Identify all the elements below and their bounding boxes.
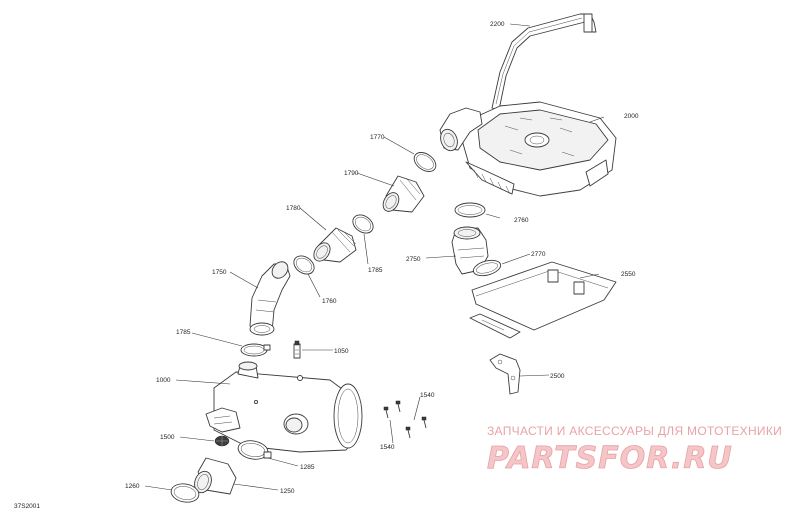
- part-1540-screws[interactable]: [383, 400, 427, 439]
- callout-1250: 1250: [280, 488, 295, 495]
- callout-2760: 2760: [514, 217, 529, 224]
- callout-2500: 2500: [550, 373, 565, 380]
- callout-1260: 1260: [125, 483, 140, 490]
- callout-1785-upper: 1785: [368, 267, 383, 274]
- callout-1540-upper: 1540: [420, 392, 435, 399]
- part-1785-clamp-lower[interactable]: [240, 343, 271, 357]
- part-1750-duct[interactable]: [249, 259, 291, 336]
- part-2550-panel[interactable]: [469, 261, 617, 339]
- leader-lines: [144, 23, 605, 491]
- part-2000-airbox[interactable]: [438, 101, 617, 197]
- part-1500-screen[interactable]: [214, 435, 230, 447]
- part-1285-clamp[interactable]: [237, 439, 272, 462]
- callout-1285: 1285: [300, 464, 315, 471]
- part-2760-clamp[interactable]: [454, 202, 486, 218]
- callout-1785-lower: 1785: [176, 329, 191, 336]
- callout-2770: 2770: [531, 251, 546, 258]
- callout-2550: 2550: [621, 271, 636, 278]
- diagram-code: 37S2001: [14, 503, 40, 510]
- callout-labels: 2200 2000 1770 1790 2760 1780 1785 2750 …: [125, 21, 639, 495]
- part-1250-sleeve[interactable]: [192, 457, 237, 495]
- callout-1780: 1780: [286, 205, 301, 212]
- part-1000-silencer[interactable]: [205, 361, 363, 453]
- callout-1050: 1050: [334, 348, 349, 355]
- callout-2000: 2000: [624, 113, 639, 120]
- callout-1000: 1000: [156, 377, 171, 384]
- part-1780-bellows[interactable]: [311, 227, 357, 264]
- watermark-tagline: ЗАПЧАСТИ И АКСЕССУАРЫ ДЛЯ МОТОТЕХНИКИ: [487, 424, 782, 438]
- callout-1540-lower: 1540: [380, 444, 395, 451]
- callout-1770: 1770: [370, 134, 385, 141]
- part-2770-clamp[interactable]: [472, 258, 503, 279]
- part-2750-elbow[interactable]: [451, 226, 489, 275]
- part-2200-strap[interactable]: [491, 13, 597, 111]
- callout-2200: 2200: [490, 21, 505, 28]
- callout-1760: 1760: [322, 298, 337, 305]
- part-1260-clamp[interactable]: [170, 482, 201, 505]
- callout-1500: 1500: [160, 434, 175, 441]
- part-1785-clamp-upper[interactable]: [349, 211, 376, 237]
- part-1770-clamp[interactable]: [411, 149, 440, 176]
- part-1790-coupler[interactable]: [380, 175, 425, 214]
- watermark-brand: PARTSFOR.RU: [487, 441, 733, 476]
- part-1760-clamp[interactable]: [290, 252, 317, 278]
- part-2500-bracket[interactable]: [489, 353, 521, 395]
- watermark: ЗАПЧАСТИ И АКСЕССУАРЫ ДЛЯ МОТОТЕХНИКИ PA…: [487, 424, 782, 476]
- part-1050-sensor[interactable]: [293, 340, 301, 359]
- callout-1790: 1790: [344, 170, 359, 177]
- callout-1750: 1750: [212, 269, 227, 276]
- callout-2750: 2750: [406, 256, 421, 263]
